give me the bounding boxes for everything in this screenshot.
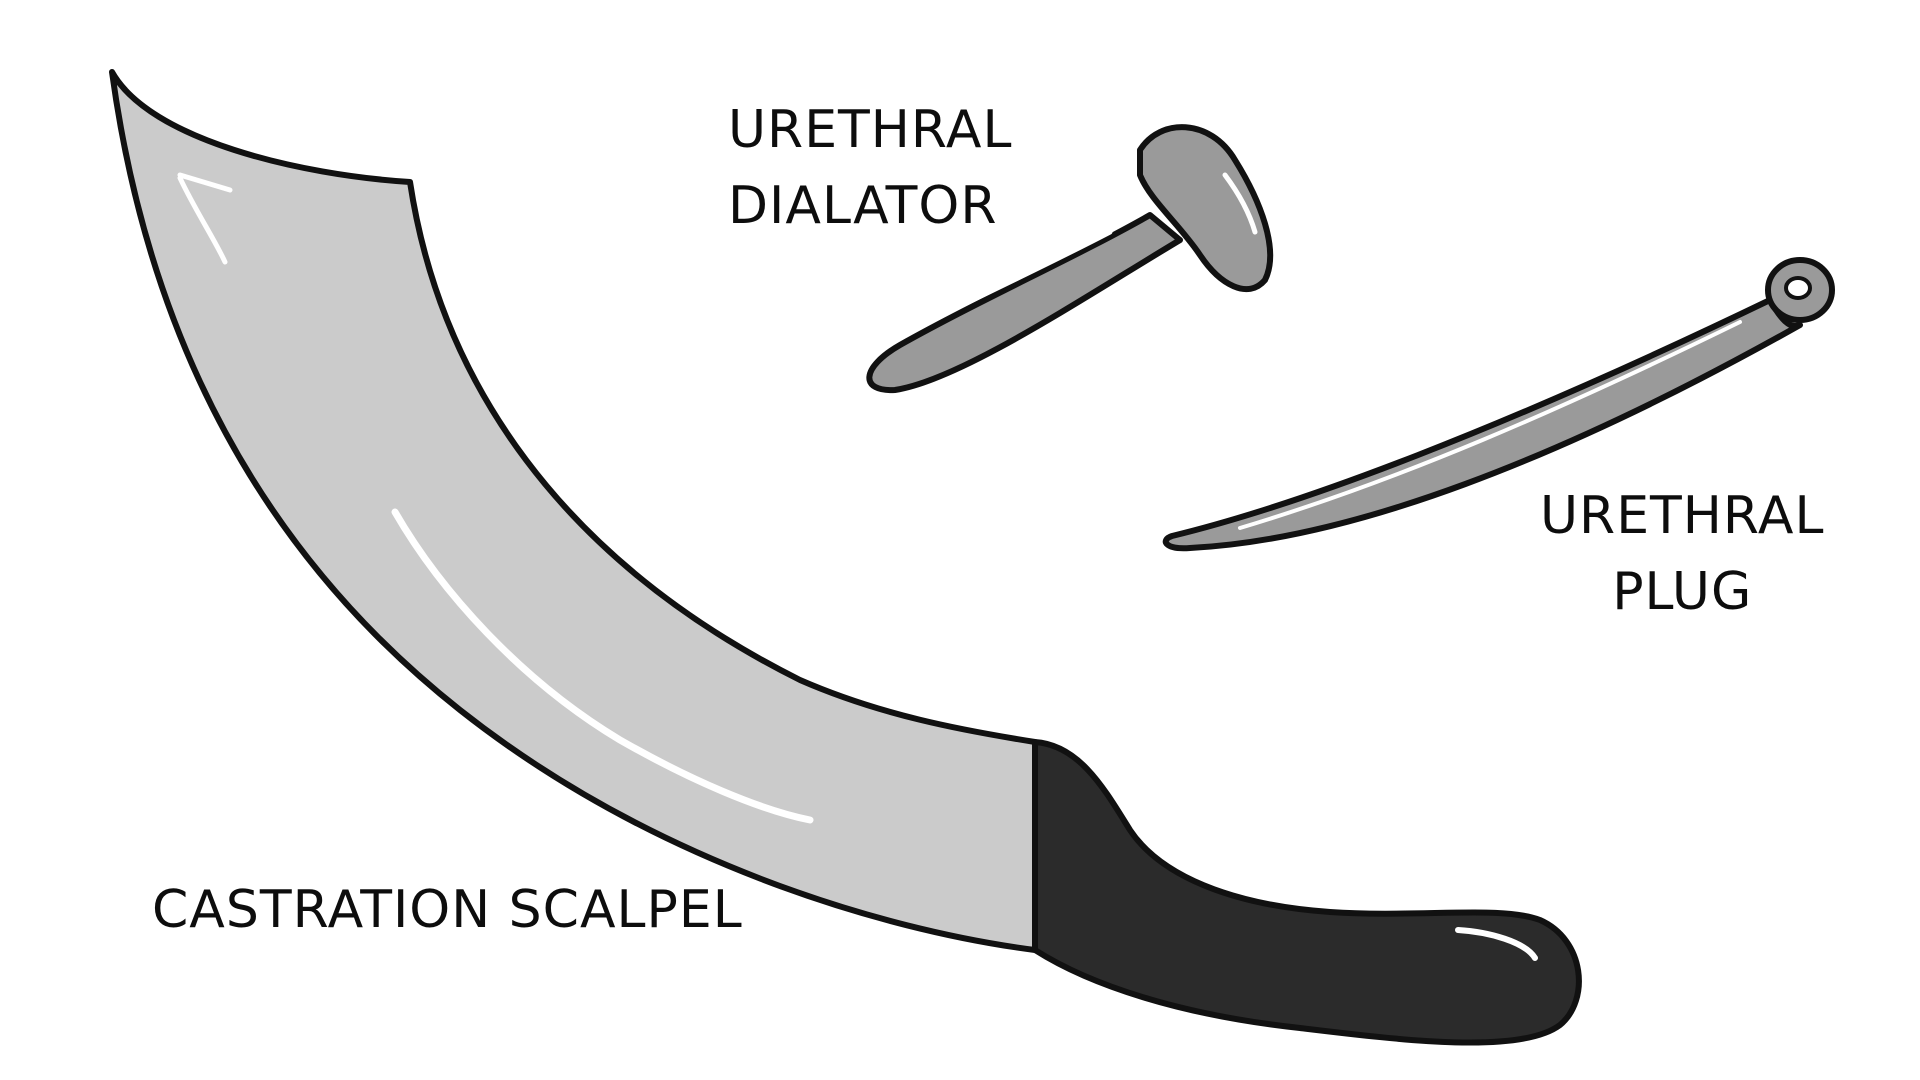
urethral-dialator	[866, 124, 1274, 394]
scalpel-blade	[109, 69, 1038, 953]
plug-highlight	[1238, 320, 1742, 530]
castration-scalpel	[109, 69, 1582, 1046]
label-urethral-plug: URETHRAL PLUG	[1540, 478, 1824, 630]
plug-shaft	[1162, 297, 1803, 552]
blade-tip-highlight	[177, 172, 233, 265]
label-urethral-plug-line1: URETHRAL	[1540, 486, 1825, 546]
blade-highlight	[391, 508, 814, 824]
dialator-highlight	[957, 229, 1113, 309]
plug-loop-hole	[1784, 276, 1812, 300]
label-urethral-dialator-line1: URETHRAL	[728, 100, 1013, 160]
label-urethral-dialator-line2: DIALATOR	[728, 176, 998, 236]
label-urethral-plug-line2: PLUG	[1612, 562, 1753, 622]
dialator-head-highlight	[1222, 172, 1258, 235]
label-urethral-dialator: URETHRAL DIALATOR	[728, 92, 1012, 244]
dialator-head	[1137, 124, 1274, 293]
handle-highlight	[1455, 927, 1538, 961]
scalpel-handle	[1032, 739, 1582, 1046]
dialator-shaft	[866, 212, 1183, 394]
label-castration-scalpel: CASTRATION SCALPEL	[152, 880, 743, 940]
urethral-plug	[1162, 257, 1835, 552]
